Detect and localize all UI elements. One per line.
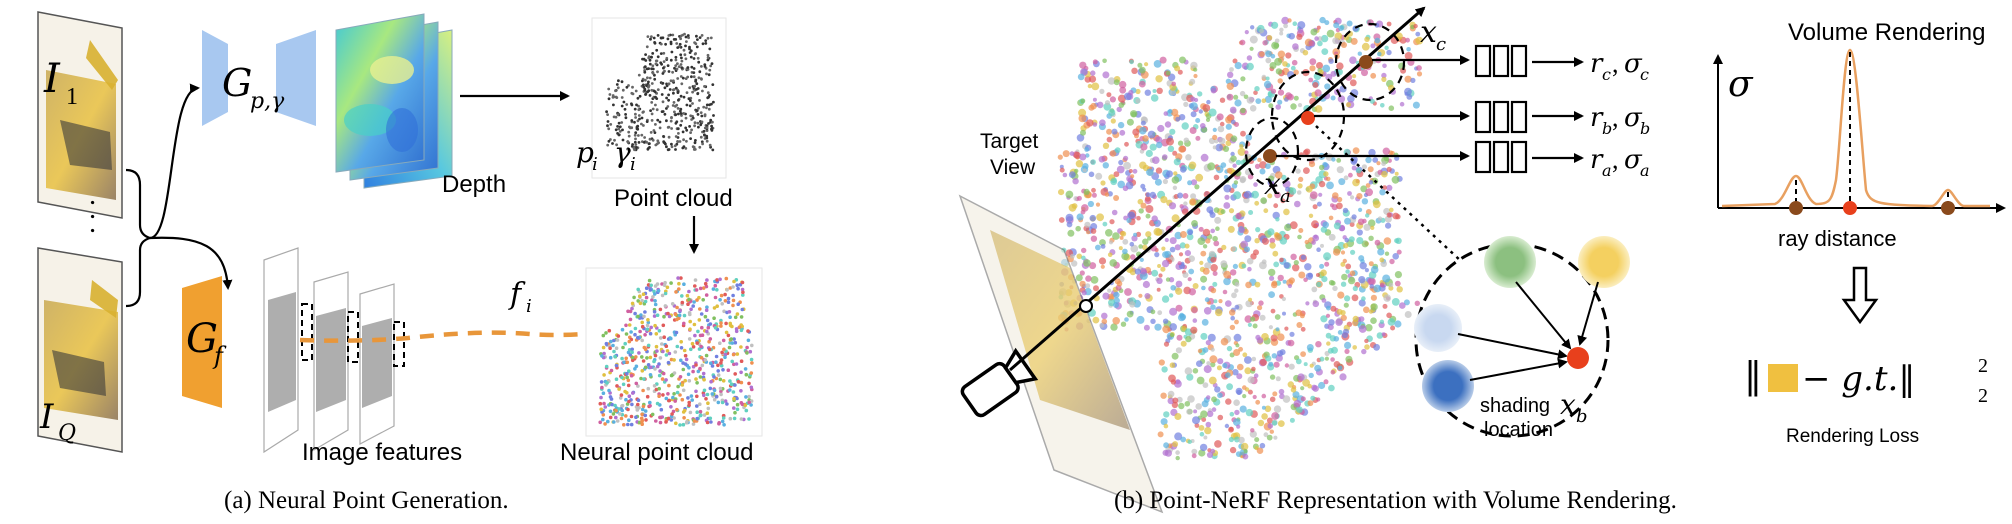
camera-icon <box>960 347 1039 418</box>
edge-green <box>1515 281 1572 350</box>
neighbor-point-green <box>1484 236 1536 288</box>
output-b: r b , σ b <box>1590 103 1650 138</box>
plot-point-c <box>1941 201 1955 215</box>
density-curve <box>1721 48 1990 208</box>
feature-symbol-subscript: i <box>526 296 532 317</box>
point-cloud-label: Point cloud <box>614 185 733 212</box>
input-ellipsis: . . . <box>70 199 101 234</box>
output-b-r-sub: b <box>1602 119 1612 138</box>
neighbor-point-darkblue <box>1422 360 1474 412</box>
xc-symbol: x <box>1420 15 1437 50</box>
neural-point-cloud-label: Neural point cloud <box>560 439 753 466</box>
feature-net-subscript: f <box>212 342 227 370</box>
input-first-subscript: 1 <box>66 84 78 110</box>
caption-b: (b) Point-NeRF Representation with Volum… <box>1114 487 1677 514</box>
loss-formula: − g.t.‖ <box>1802 359 1915 399</box>
output-b-r: r <box>1590 103 1604 133</box>
plot-point-b <box>1843 201 1857 215</box>
input-brace <box>125 168 154 308</box>
edge-yellow <box>1577 281 1599 346</box>
point-symbol-subscript: i <box>592 154 598 175</box>
output-a-sigma: σ <box>1624 145 1643 175</box>
neighborhood-c <box>1334 22 1406 102</box>
output-a-sigma-sub: a <box>1640 161 1650 180</box>
neighbor-point-yellow <box>1578 236 1630 288</box>
image-features-label: Image features <box>302 439 462 466</box>
neighbor-point-lightblue <box>1414 304 1462 352</box>
feature-net-symbol: G <box>186 316 218 362</box>
output-b-sigma: σ <box>1624 103 1643 133</box>
input-image-1 <box>37 11 123 219</box>
rendering-loss-label: Rendering Loss <box>1786 426 1919 447</box>
xa-subscript: a <box>1280 186 1291 207</box>
loss-superscript: 2 <box>1978 355 1988 377</box>
input-image-q <box>37 247 123 453</box>
arrow-to-feature-net <box>149 236 233 290</box>
feature-symbol: f <box>508 277 526 312</box>
feature-network <box>182 276 222 408</box>
mlp-a <box>1276 140 1584 174</box>
output-b-comma: , <box>1612 103 1619 132</box>
output-c: r c , σ c <box>1590 49 1649 84</box>
arrow-to-depth-net <box>149 83 200 240</box>
zoom-link <box>1315 125 1463 263</box>
depth-net-subscript: p,γ <box>250 89 285 114</box>
volume-rendering-title: Volume Rendering <box>1788 19 1985 46</box>
shading-line1: shading <box>1480 395 1550 417</box>
shading-line2: location <box>1484 419 1553 441</box>
output-b-sigma-sub: b <box>1640 119 1650 138</box>
depth-maps <box>335 13 453 189</box>
rendered-color-square <box>1768 364 1798 392</box>
target-view-line2: View <box>990 156 1036 179</box>
camera-ray <box>1009 6 1426 372</box>
depth-net-symbol: G <box>222 61 252 105</box>
shading-location-point <box>1567 347 1589 369</box>
loss-open-norm: ‖ <box>1744 356 1762 397</box>
xa-symbol: x <box>1264 167 1281 202</box>
caption-a: (a) Neural Point Generation. <box>224 487 509 514</box>
output-c-r: r <box>1590 49 1604 79</box>
neighborhood-a <box>1244 116 1300 188</box>
output-c-comma: , <box>1612 49 1619 78</box>
edge-darkblue <box>1469 358 1568 381</box>
output-a-comma: , <box>1612 145 1619 174</box>
point-symbol: p <box>576 136 594 169</box>
depth-label: Depth <box>442 171 506 198</box>
panel-b: Target View x c x a <box>958 6 2006 514</box>
sigma-axis-label: σ <box>1728 64 1754 105</box>
input-last-symbol: I <box>39 397 54 437</box>
input-last-subscript: Q <box>58 421 76 446</box>
panel-a: I 1 . . . I Q G p,γ <box>37 11 763 514</box>
loss-subscript: 2 <box>1978 385 1988 407</box>
sample-point-c <box>1359 55 1373 69</box>
depth-network <box>202 30 316 126</box>
neural-point-cloud <box>598 276 754 427</box>
ray-pixel <box>1079 299 1093 313</box>
xb-symbol: x <box>1560 388 1576 421</box>
xb-subscript: b <box>1576 406 1588 427</box>
output-a-r: r <box>1590 145 1604 175</box>
feature-arrow <box>299 321 644 343</box>
mlp-c <box>1372 44 1584 78</box>
sample-point-a <box>1263 149 1277 163</box>
down-arrow-icon <box>1841 266 1879 325</box>
confidence-symbol: γ <box>614 136 631 169</box>
edge-lightblue <box>1457 333 1568 360</box>
input-first-symbol: I <box>43 56 61 102</box>
output-c-r-sub: c <box>1602 65 1611 84</box>
xc-subscript: c <box>1436 34 1446 55</box>
output-a: r a , σ a <box>1590 145 1650 180</box>
output-c-sigma-sub: c <box>1640 65 1649 84</box>
output-a-r-sub: a <box>1602 161 1612 180</box>
target-view-line1: Target <box>980 130 1039 153</box>
image-feature-maps <box>263 247 405 454</box>
plot-point-a <box>1789 201 1803 215</box>
point-cloud <box>605 32 715 152</box>
output-c-sigma: σ <box>1624 49 1643 79</box>
confidence-symbol-subscript: i <box>630 154 636 175</box>
ray-distance-label: ray distance <box>1778 226 1897 251</box>
mlp-b <box>1314 100 1584 134</box>
sample-point-b <box>1301 111 1315 125</box>
